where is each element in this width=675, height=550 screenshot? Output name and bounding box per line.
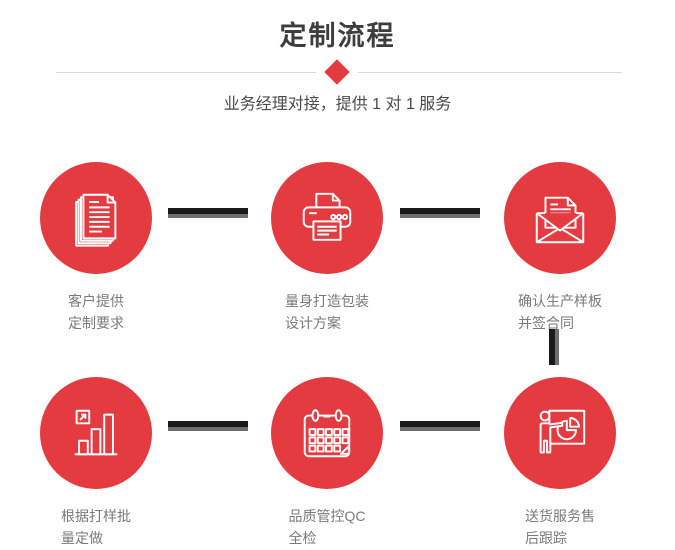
step-label: 送货服务售 后跟踪 bbox=[525, 508, 595, 546]
diamond-icon bbox=[324, 59, 350, 85]
step-circle bbox=[40, 162, 152, 274]
step-circle bbox=[504, 162, 616, 274]
printer-icon bbox=[296, 187, 358, 249]
calendar-icon bbox=[296, 402, 358, 464]
section-subtitle: 业务经理对接，提供 1 对 1 服务 bbox=[223, 96, 452, 113]
step-customer-requirements: 客户提供 定制要求 bbox=[0, 162, 196, 334]
connector-step1-step2 bbox=[168, 208, 248, 218]
step-circle bbox=[271, 377, 383, 489]
step-label: 确认生产样板 并签合同 bbox=[518, 293, 602, 331]
bar-chart-icon bbox=[65, 402, 127, 464]
step-label: 客户提供 定制要求 bbox=[68, 293, 124, 331]
step-quality-control: 品质管控QC 全检 bbox=[227, 377, 427, 549]
connector-step2-step3 bbox=[400, 208, 480, 218]
connector-step3-step6 bbox=[549, 329, 559, 365]
connector-step4-step5 bbox=[168, 421, 248, 431]
step-sample-contract: 确认生产样板 并签合同 bbox=[460, 162, 660, 334]
page-title: 定制流程 bbox=[279, 21, 396, 51]
step-label: 品质管控QC 全检 bbox=[288, 508, 366, 546]
step-packaging-design: 量身打造包装 设计方案 bbox=[227, 162, 427, 334]
presentation-icon bbox=[529, 402, 591, 464]
connector-step5-step6 bbox=[400, 421, 480, 431]
envelope-icon bbox=[529, 187, 591, 249]
documents-icon bbox=[65, 187, 127, 249]
step-delivery-aftersales: 送货服务售 后跟踪 bbox=[460, 377, 660, 549]
step-label: 量身打造包装 设计方案 bbox=[285, 293, 369, 331]
step-batch-production: 根据打样批 量定做 bbox=[0, 377, 196, 549]
step-label: 根据打样批 量定做 bbox=[61, 508, 131, 546]
step-circle bbox=[40, 377, 152, 489]
diamond-accent bbox=[315, 50, 359, 94]
step-circle bbox=[504, 377, 616, 489]
step-circle bbox=[271, 162, 383, 274]
